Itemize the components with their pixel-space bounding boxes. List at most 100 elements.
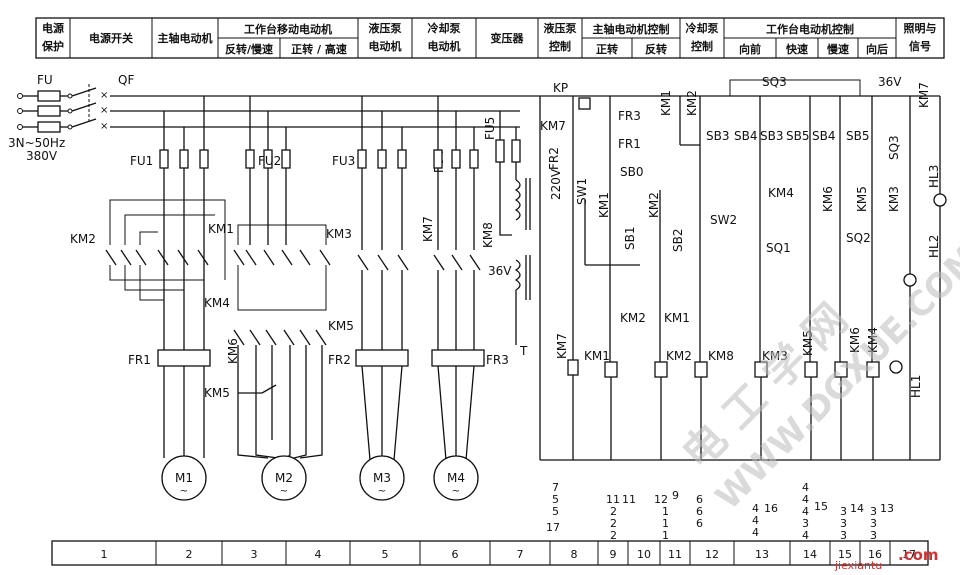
km1-power-label: KM1 (208, 222, 234, 236)
transformer: FU5 36V T (483, 111, 531, 358)
xref-text: 12 (654, 493, 668, 506)
xref-text: 3 (870, 505, 877, 518)
svg-text:~: ~ (180, 486, 188, 497)
header-cell-hydraulic-motor-1: 液压泵 (369, 21, 402, 35)
km5-aux-label: KM5 (204, 386, 230, 400)
pump-motor-circuits: FU3 FR2 M3 ~ FU4 KM7 KM8 FR3 M4 ~ (328, 96, 509, 501)
fr3-power-label: FR3 (486, 353, 509, 367)
motor-m4-label: M4 (447, 471, 465, 485)
column-number: 14 (803, 548, 817, 561)
xref-text: 17 (546, 521, 560, 534)
xref-text: 4 (752, 526, 759, 539)
table-motor-circuit: FU2 KM4 KM3 KM5 KM6 KM5 M2 ~ (204, 96, 354, 501)
qf-label: QF (118, 73, 134, 87)
km5-coil-label: KM5 (801, 330, 815, 356)
svg-text:~: ~ (378, 486, 386, 497)
km5-power-label: KM5 (328, 319, 354, 333)
column-number: 15 (838, 548, 852, 561)
xref-text: 4 (802, 481, 809, 494)
km2-power-label: KM2 (70, 232, 96, 246)
km6-ctrl-label: KM6 (821, 186, 835, 212)
lamp-hl3-icon (933, 193, 947, 207)
header-cell-transformer: 变压器 (491, 31, 525, 45)
header-cell-coolant-motor-2: 电动机 (428, 39, 461, 53)
km4-ctrl-label: KM4 (768, 186, 794, 200)
hl3-label: HL3 (927, 165, 941, 188)
km8-coil-label: KM8 (708, 349, 734, 363)
header-table: 电源 保护 电源开关 主轴电动机 工作台移动电动机 反转/慢速 正转 / 高速 … (35, 17, 945, 59)
sb5-label-b: SB5 (846, 129, 869, 143)
column-number: 3 (251, 548, 258, 561)
motor-m3-label: M3 (373, 471, 391, 485)
sb3-label-b: SB3 (760, 129, 783, 143)
xref-text: 9 (672, 489, 679, 502)
column-number: 2 (186, 548, 193, 561)
km3-coil-label: KM3 (762, 349, 788, 363)
sw2-label: SW2 (710, 213, 737, 227)
xref-text: 6 (696, 505, 703, 518)
header-cell-coolant-motor-1: 冷却泵 (428, 21, 461, 35)
column-number: 9 (610, 548, 617, 561)
column-number: 8 (571, 548, 578, 561)
km2-interlock-label: KM2 (620, 311, 646, 325)
sb2-label: SB2 (671, 229, 685, 252)
watermark-com: .com (898, 546, 939, 564)
xref-text: 6 (696, 517, 703, 530)
column-number: 17 (902, 548, 916, 561)
xref-text: 11 (606, 493, 620, 506)
motor-m2-label: M2 (275, 471, 293, 485)
control-circuit: 220V KP KM7 FR3 FR1 SB0 FR2 SW1 KM7 KM1 … (539, 75, 947, 461)
xref-text: 1 (662, 517, 669, 530)
xref-text: 4 (752, 502, 759, 515)
xref-text: 14 (850, 502, 864, 515)
fr2-ctrl-label: FR2 (547, 147, 561, 170)
v36-ctrl-label: 36V (878, 75, 902, 89)
lamp-hl1-icon (889, 360, 903, 374)
svg-text:×: × (100, 105, 108, 116)
xref-text: 1 (662, 529, 669, 542)
km7-lamp-label: KM7 (917, 82, 931, 108)
header-cell-backward: 向后 (866, 42, 888, 56)
xref-text: 13 (880, 502, 894, 515)
header-cell-spindle-ctrl: 主轴电动机控制 (593, 22, 670, 36)
header-cell-forward: 正转 (596, 42, 618, 56)
column-number: 4 (315, 548, 322, 561)
kp-label: KP (553, 81, 568, 95)
sq2-label: SQ2 (846, 231, 871, 245)
km1-coil-label: KM1 (584, 349, 610, 363)
xref-text: 3 (870, 529, 877, 542)
t-label: T (519, 344, 528, 358)
sb1-label: SB1 (623, 227, 637, 250)
xref-text: 1 (662, 505, 669, 518)
sq3-top-label: SQ3 (762, 75, 787, 89)
xref-text: 3 (840, 529, 847, 542)
column-number: 7 (517, 548, 524, 561)
xref-text: 4 (802, 493, 809, 506)
fr1-label: FR1 (128, 353, 151, 367)
supply-label-2: 380V (26, 149, 58, 163)
supply-label-1: 3N~50Hz (8, 136, 65, 150)
sq3-label: SQ3 (887, 135, 901, 160)
column-number: 13 (755, 548, 769, 561)
header-cell-reverse-slow: 反转/慢速 (225, 42, 273, 56)
svg-text:~: ~ (280, 486, 288, 497)
sb4-label-b: SB4 (812, 129, 835, 143)
column-number: 1 (101, 548, 108, 561)
xref-text: 3 (840, 505, 847, 518)
header-cell-power-protect-2: 保护 (41, 39, 64, 53)
xref-text: 5 (552, 493, 559, 506)
xref-text: 2 (610, 505, 617, 518)
km4-coil-label: KM4 (866, 327, 880, 353)
xref-text: 5 (552, 505, 559, 518)
fu2-label: FU2 (258, 154, 281, 168)
column-number: 11 (668, 548, 682, 561)
km6-coil-label: KM6 (848, 327, 862, 353)
sb3-label-a: SB3 (706, 129, 729, 143)
xref-text: 11 (622, 493, 636, 506)
km6-power-label: KM6 (226, 338, 240, 364)
header-cell-table-motor: 工作台移动电动机 (244, 22, 332, 36)
km4-power-label: KM4 (204, 296, 230, 310)
km1-top-label: KM1 (659, 90, 673, 116)
header-cell-coolant-ctrl-2: 控制 (691, 39, 713, 53)
